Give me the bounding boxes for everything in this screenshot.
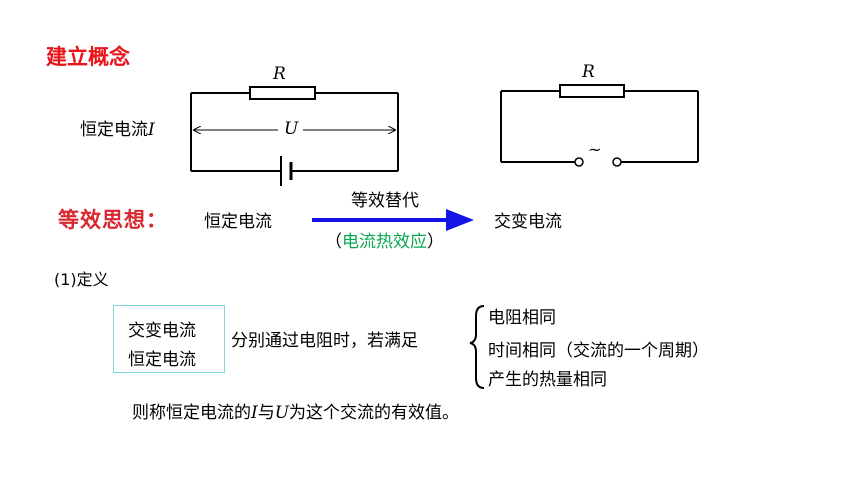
right-circuit (500, 84, 699, 167)
right-resistor-label: R (582, 62, 595, 82)
condition-time: 时间相同（交流的一个周期） (488, 341, 709, 361)
paren-open: （ (325, 232, 342, 252)
ac-terminal-right (612, 157, 622, 167)
box-line-ac: 交变电流 (128, 321, 196, 341)
arrow-bottom-label: （电流热效应） (325, 234, 444, 251)
equivalence-right-term: 交变电流 (494, 212, 562, 232)
box-line-dc: 恒定电流 (128, 350, 196, 370)
definition-heading: (1)定义 (54, 270, 109, 289)
arrow-top-label: 等效替代 (351, 191, 419, 211)
conclusion-and: 与 (257, 403, 275, 423)
equivalence-left-term: 恒定电流 (204, 212, 272, 232)
definition-conclusion: 则称恒定电流的I与U为这个交流的有效值。 (132, 405, 459, 422)
definition-middle-text: 分别通过电阻时，若满足 (231, 331, 418, 351)
voltage-label: U (284, 119, 299, 139)
conclusion-prefix: 则称恒定电流的 (132, 403, 251, 423)
equivalence-arrow (312, 209, 474, 231)
equivalence-heading: 等效思想： (58, 207, 168, 232)
right-resistor (559, 84, 625, 98)
conclusion-symbol-u: U (274, 403, 290, 423)
heat-effect-text: 电流热效应 (342, 232, 427, 252)
current-text: 恒定电流 (80, 120, 148, 140)
page-title: 建立概念 (46, 45, 130, 69)
conclusion-suffix: 为这个交流的有效值。 (289, 403, 460, 423)
condition-resistance: 电阻相同 (488, 308, 556, 328)
current-type-box: 交变电流 恒定电流 (113, 305, 225, 373)
left-resistor-label: R (273, 64, 286, 84)
left-resistor (249, 86, 316, 100)
conclusion-symbol-i: I (251, 403, 258, 423)
ac-terminal-left (574, 157, 584, 167)
current-symbol: I (148, 120, 155, 140)
left-circuit (190, 86, 399, 186)
condition-heat: 产生的热量相同 (488, 370, 607, 390)
constant-current-label: 恒定电流I (80, 122, 155, 139)
paren-close: ） (427, 232, 444, 252)
conditions-brace (469, 305, 485, 389)
ac-source-symbol: ~ (588, 140, 602, 159)
